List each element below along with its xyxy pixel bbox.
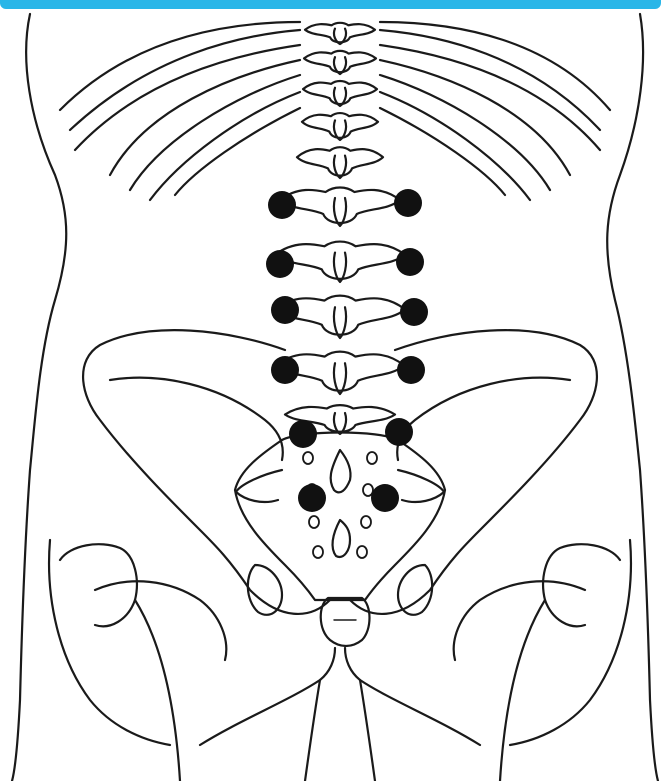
hip-socket-left	[49, 540, 170, 745]
ribs-left	[60, 22, 300, 200]
marker-r4	[397, 356, 425, 384]
sacral-foramen-2	[367, 452, 377, 464]
marker-r5	[385, 418, 413, 446]
vertebra-4	[302, 113, 378, 140]
marker-r3	[400, 298, 428, 326]
sacral-foramen-6	[361, 516, 371, 528]
femur-right-shaft	[500, 600, 545, 781]
obturator-left	[248, 565, 282, 615]
torso-right-contour	[607, 14, 658, 781]
iliac-inner-right	[397, 378, 570, 460]
hip-socket-right	[510, 540, 631, 745]
sacrum-outline	[235, 433, 445, 601]
sacral-foramen-8	[357, 546, 367, 558]
marker-l2	[266, 250, 294, 278]
groin-right	[345, 648, 480, 745]
marker-r2	[396, 248, 424, 276]
groin-left	[200, 648, 335, 745]
coccyx	[321, 598, 370, 646]
ribs-right	[380, 22, 610, 200]
vertebra-6	[280, 188, 400, 227]
vertebra-5	[297, 147, 383, 178]
marker-s1-right	[371, 484, 399, 512]
vertebra-7	[275, 242, 405, 282]
vertebra-1	[305, 23, 375, 44]
sacral-foramen-1	[303, 452, 313, 464]
femur-right-neck	[454, 581, 585, 660]
marker-l4	[271, 356, 299, 384]
sacral-crest-lower	[333, 520, 350, 557]
vertebra-3	[303, 81, 377, 106]
inner-thigh-right	[360, 680, 375, 781]
femur-left-neck	[95, 581, 226, 660]
iliac-inner-left	[110, 378, 283, 460]
marker-s1-left	[298, 484, 326, 512]
marker-l5	[289, 420, 317, 448]
obturator-right	[398, 565, 432, 615]
inner-thigh-left	[305, 680, 320, 781]
torso-left-contour	[12, 14, 66, 781]
sacral-foramen-5	[309, 516, 319, 528]
femur-left-shaft	[135, 600, 180, 781]
vertebra-2	[304, 51, 376, 74]
sacral-crest	[331, 450, 351, 492]
sacral-foramen-7	[313, 546, 323, 558]
marker-r1	[394, 189, 422, 217]
femur-left-outer	[60, 544, 137, 626]
sacral-foramen-4	[363, 484, 373, 496]
marker-l1	[268, 191, 296, 219]
skeleton-outline	[12, 14, 658, 781]
femur-right-outer	[543, 544, 620, 626]
marker-l3	[271, 296, 299, 324]
